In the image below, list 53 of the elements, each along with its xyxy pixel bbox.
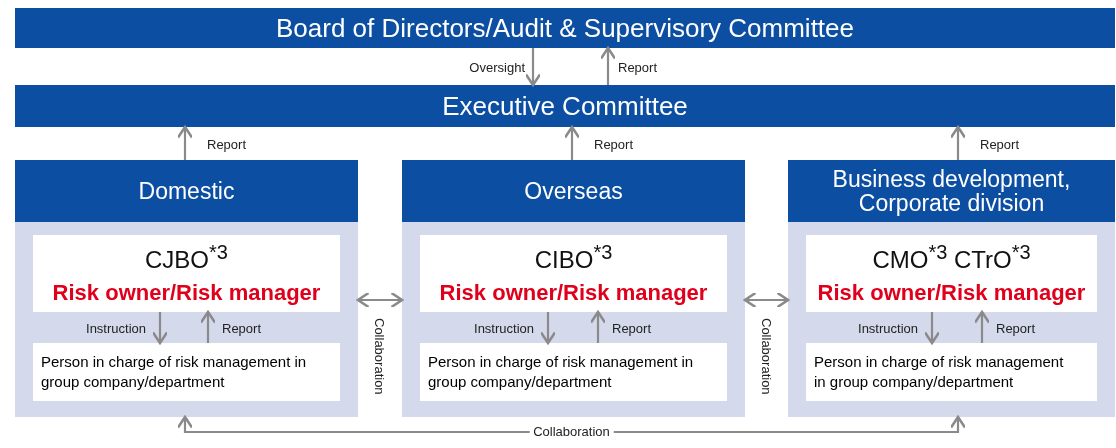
arrow xyxy=(199,310,217,343)
arrow xyxy=(923,312,941,345)
arrow xyxy=(589,310,607,343)
panel-heading: Domestic xyxy=(15,160,358,222)
role-subtitle: Risk owner/Risk manager xyxy=(817,280,1086,306)
committee-band xyxy=(15,8,1115,48)
arrow xyxy=(356,291,404,309)
arrow xyxy=(599,46,617,85)
edge-label: Report xyxy=(612,321,652,335)
risk-owner-box xyxy=(806,235,1097,312)
person-description: Person in charge of risk management in group company/department xyxy=(814,351,1065,392)
edge-label: Collaboration xyxy=(373,318,386,395)
edge-label: Collaboration xyxy=(529,425,614,438)
role-subtitle: Risk owner/Risk manager xyxy=(52,280,321,306)
arrow xyxy=(539,312,557,345)
arrow xyxy=(563,125,581,160)
arrow xyxy=(949,125,967,160)
edge-label: Instruction xyxy=(474,321,534,335)
edge-label: Report xyxy=(207,137,247,151)
division-panel xyxy=(788,160,1115,417)
edge-label: Collaboration xyxy=(759,318,773,395)
edge-label: Report xyxy=(996,321,1036,335)
role-title: CJBO$^{*3}$ xyxy=(145,241,228,274)
role-title: CIBO$^{*3}$ xyxy=(534,241,613,274)
arrow xyxy=(176,415,967,434)
edge-label: Report xyxy=(980,137,1020,151)
arrow xyxy=(743,291,790,309)
committee-title: Executive Committee xyxy=(442,90,688,122)
role-title: CMO$^{*3}$ CTrO$^{*3}$ xyxy=(872,241,1031,274)
edge-label: Report xyxy=(594,137,634,151)
person-description: Person in charge of risk management in group company/department xyxy=(428,351,695,392)
arrow xyxy=(524,48,542,87)
risk-owner-box xyxy=(420,235,727,312)
risk-owner-box xyxy=(33,235,340,312)
committee-title: Board of Directors/Audit & Supervisory Committee xyxy=(276,12,854,44)
person-box xyxy=(33,343,340,401)
person-box xyxy=(420,343,727,401)
committee-band xyxy=(15,85,1115,127)
panel-heading: Overseas xyxy=(402,160,745,222)
person-box xyxy=(806,343,1097,401)
edge-label: Report xyxy=(222,321,262,335)
person-description: Person in charge of risk management in group company/department xyxy=(41,351,308,392)
edge-label: Report xyxy=(618,60,658,74)
division-panel xyxy=(15,160,358,417)
edge-label: Instruction xyxy=(86,321,146,335)
arrow xyxy=(973,310,991,343)
edge-label: Oversight xyxy=(469,60,525,74)
arrow xyxy=(176,125,194,160)
division-panel xyxy=(402,160,745,417)
role-subtitle: Risk owner/Risk manager xyxy=(439,280,708,306)
panel-heading: Business development, Corporate division xyxy=(788,160,1115,222)
edge-label: Instruction xyxy=(858,321,918,335)
arrow xyxy=(151,312,169,345)
